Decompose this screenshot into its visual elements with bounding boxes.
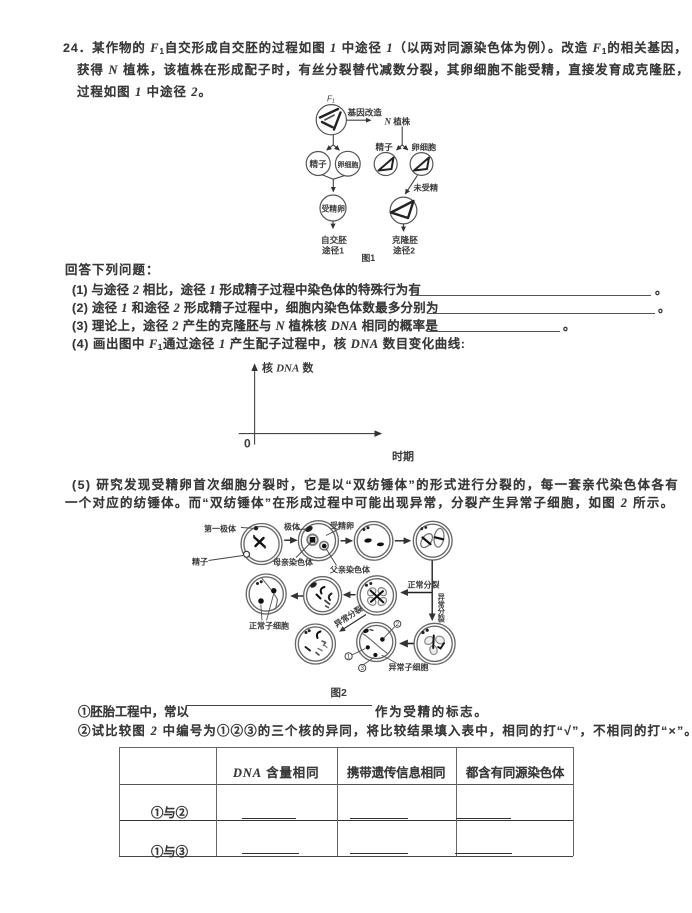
svg-text:受精卵: 受精卵: [322, 204, 346, 214]
svg-text:F1: F1: [327, 95, 335, 105]
svg-text:3: 3: [360, 665, 364, 672]
svg-text:0: 0: [244, 437, 251, 451]
svg-text:异常子细胞: 异常子细胞: [389, 662, 429, 672]
svg-text:精子: 精子: [310, 158, 328, 169]
svg-text:N 植株: N 植株: [384, 117, 411, 127]
svg-text:途径2: 途径2: [393, 244, 415, 255]
svg-text:卵细胞: 卵细胞: [412, 142, 437, 152]
svg-text:正常子细胞: 正常子细胞: [249, 621, 289, 631]
svg-text:自交胚: 自交胚: [321, 234, 347, 245]
svg-text:图2: 图2: [331, 687, 347, 699]
svg-text:分: 分: [438, 607, 446, 616]
svg-text:卵细胞: 卵细胞: [338, 160, 359, 169]
svg-text:未受精: 未受精: [413, 183, 439, 193]
svg-text:时期: 时期: [392, 449, 414, 463]
svg-text:精子: 精子: [192, 557, 208, 567]
svg-text:裂: 裂: [437, 614, 446, 623]
svg-text:途径1: 途径1: [322, 244, 344, 255]
svg-text:克隆胚: 克隆胚: [392, 234, 418, 245]
svg-text:第一极体: 第一极体: [204, 524, 237, 534]
svg-text:正常分裂: 正常分裂: [408, 579, 440, 589]
svg-text:受精卵: 受精卵: [330, 520, 354, 530]
svg-text:图1: 图1: [362, 253, 376, 263]
svg-text:核 DNA 数: 核 DNA 数: [262, 361, 314, 375]
svg-text:精子: 精子: [376, 141, 394, 152]
svg-text:异: 异: [438, 593, 445, 602]
svg-text:父亲染色体: 父亲染色体: [329, 565, 371, 575]
svg-text:基因改造: 基因改造: [347, 107, 383, 118]
svg-text:2: 2: [396, 621, 400, 628]
svg-text:极体: 极体: [284, 521, 301, 531]
svg-text:母亲染色体: 母亲染色体: [273, 557, 314, 567]
svg-text:常: 常: [438, 600, 445, 609]
svg-text:1: 1: [347, 653, 351, 660]
